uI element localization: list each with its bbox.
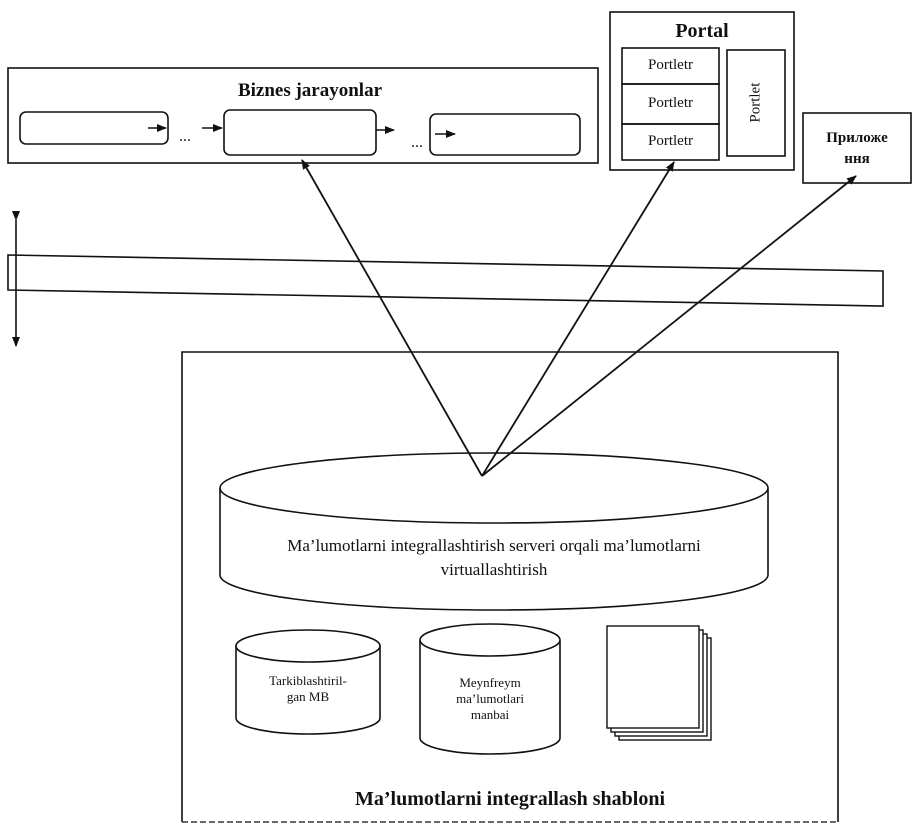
process-step-3	[429, 113, 581, 156]
process-ellipsis-2: ...	[411, 134, 423, 151]
application-label-line2: ння	[844, 151, 870, 167]
application-label-line1: Приложе	[826, 130, 888, 146]
mainframe-label-line3: manbai	[470, 707, 510, 722]
mainframe-body	[419, 640, 561, 755]
pattern-title: Ma’lumotlarni integrallash shabloni	[354, 788, 666, 810]
mainframe-label-line1: Meynfreym	[459, 675, 521, 690]
business-processes-title: Biznes jarayonlar	[237, 80, 383, 101]
portlet-label-3: Portletr	[648, 133, 693, 149]
portlet-side-label: Portlet	[747, 82, 764, 123]
process-step-1	[19, 111, 169, 145]
structured-db-label-line2: gan MB	[286, 689, 330, 704]
structured-db-label-line1: Tarkiblashtiril-	[269, 673, 347, 688]
structured-db-body	[235, 646, 381, 735]
integration-band	[7, 254, 884, 307]
portlet-side-box	[726, 49, 786, 157]
arrow-to-application	[481, 175, 857, 477]
mainframe-top	[419, 623, 561, 657]
mainframe-label-line2: ma’lumotlari	[456, 691, 524, 706]
server-label-line1: Ma’lumotlarni integrallashtirish serveri…	[287, 536, 701, 555]
documents-stack-icon	[606, 625, 712, 741]
process-step-2	[223, 109, 377, 156]
server-cylinder-top	[219, 452, 769, 524]
arrow-to-business-processes	[301, 159, 483, 477]
portal-box	[609, 11, 795, 171]
arrow-to-portal	[481, 161, 675, 477]
portlet-box-3	[621, 123, 720, 161]
portlet-label-1: Portletr	[648, 57, 693, 73]
process-ellipsis-1: ...	[179, 128, 191, 145]
server-label-line2: virtuallashtirish	[440, 560, 548, 579]
structured-db-top	[235, 629, 381, 663]
portlet-label-2: Portletr	[648, 95, 693, 111]
pattern-container	[181, 351, 839, 822]
portal-title: Portal	[675, 20, 729, 42]
application-box	[802, 112, 912, 184]
